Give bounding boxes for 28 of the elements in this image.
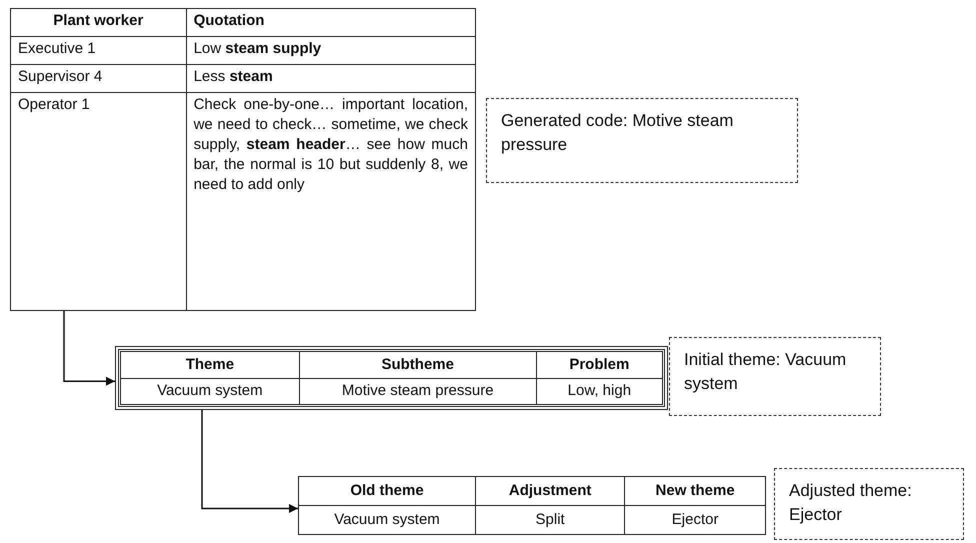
table-header-cell: Subtheme [299, 352, 536, 378]
table-cell: Motive steam pressure [299, 378, 536, 404]
data-table [10, 8, 476, 310]
table-header-cell: Adjustment [476, 476, 625, 506]
table-header-cell: Theme [120, 352, 300, 378]
table-cell: Ejector [624, 506, 766, 534]
table-cell: Low, high [536, 378, 662, 404]
table-cell: Supervisor 4 [10, 64, 186, 92]
table-cell: Vacuum system [298, 506, 476, 534]
table-cell: Less steam [186, 64, 476, 92]
table-header-cell: Old theme [298, 476, 476, 506]
table-header-cell: New theme [624, 476, 766, 506]
table-cell: Low steam supply [186, 36, 476, 64]
table-header-cell: Plant worker [10, 8, 186, 36]
table-header-cell: Problem [536, 352, 662, 378]
arrow [201, 410, 298, 513]
table-cell: Vacuum system [120, 378, 300, 404]
note-box: Generated code: Motive steam pressure [486, 98, 798, 183]
table-header-cell: Quotation [186, 8, 476, 36]
data-table [115, 346, 668, 410]
note-box: Initial theme: Vacuum system [669, 337, 881, 416]
table-cell: Operator 1 [10, 92, 186, 310]
arrow [63, 310, 115, 386]
data-table [298, 476, 766, 535]
table-cell: Executive 1 [10, 36, 186, 64]
table-cell: Check one-by-one… important location, we need to check… sometime, we check supply, steam header… see how much bar, the normal is 10 but suddenly 8, we need to add only [186, 92, 476, 310]
note-box: Adjusted theme: Ejector [774, 468, 964, 540]
table-cell: Split [476, 506, 625, 534]
